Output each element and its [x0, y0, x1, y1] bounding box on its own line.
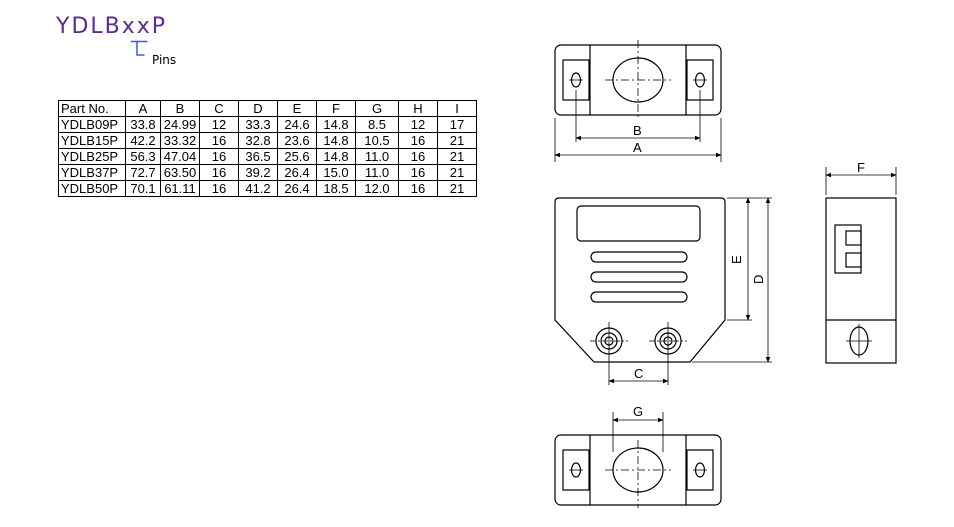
table-row: YDLB15P 42.2 33.32 16 32.8 23.6 14.8 10.…: [58, 132, 477, 149]
front-view-vent-3: [590, 291, 688, 303]
bottom-view-left-flange: [562, 449, 590, 491]
table-cell: YDLB25P: [58, 148, 126, 165]
table-cell: YDLB09P: [58, 116, 126, 133]
table-cell: 61.11: [160, 180, 200, 197]
table-cell: 11.0: [355, 164, 399, 181]
table-cell: 16: [398, 148, 438, 165]
side-view-latch-tab-1: [845, 230, 862, 246]
model-code-suffix: xxP: [121, 14, 168, 39]
table-cell: 14.8: [316, 132, 356, 149]
dimension-table: Part No. A B C D E F G H I YDLB09P 33.8 …: [58, 100, 477, 197]
pins-label: Pins: [152, 53, 177, 67]
side-view-latch-tab-2: [845, 252, 862, 268]
table-cell: 16: [398, 132, 438, 149]
table-cell: 14.8: [316, 116, 356, 133]
side-view: [825, 167, 897, 364]
table-row: YDLB37P 72.7 63.50 16 39.2 26.4 15.0 11.…: [58, 164, 477, 181]
dim-label-d: D: [751, 275, 766, 284]
front-view-vent-1: [590, 251, 688, 263]
bottom-view-right-flange: [686, 449, 714, 491]
model-code-prefix: YDLB: [56, 14, 122, 39]
pins-bracket-icon: [131, 40, 148, 56]
side-view-outline: [825, 197, 897, 364]
table-cell: 21: [437, 180, 477, 197]
table-cell: 8.5: [355, 116, 399, 133]
table-cell: 14.8: [316, 148, 356, 165]
dim-label-b: B: [633, 123, 642, 138]
table-cell: 25.6: [277, 148, 317, 165]
table-cell: 70.1: [125, 180, 161, 197]
front-view-label-window: [576, 205, 701, 242]
table-cell: YDLB15P: [58, 132, 126, 149]
table-cell: 21: [437, 148, 477, 165]
dim-label-a: A: [633, 140, 642, 155]
dim-label-c: C: [634, 366, 643, 381]
front-view-vent-2: [590, 271, 688, 283]
model-code-title: YDLBxxP: [56, 14, 167, 39]
table-cell: 16: [199, 164, 239, 181]
table-cell: 24.6: [277, 116, 317, 133]
table-cell: 32.8: [238, 132, 278, 149]
top-view: [554, 40, 722, 162]
table-row: YDLB50P 70.1 61.11 16 41.2 26.4 18.5 12.…: [58, 180, 477, 197]
dim-label-e: E: [729, 255, 744, 264]
front-view: [554, 197, 772, 385]
table-cell: 56.3: [125, 148, 161, 165]
table-row: YDLB25P 56.3 47.04 16 36.5 25.6 14.8 11.…: [58, 148, 477, 165]
front-view-outline: [554, 197, 726, 363]
bottom-view: [554, 412, 722, 508]
dim-label-f: F: [857, 160, 865, 175]
table-cell: 23.6: [277, 132, 317, 149]
side-view-latch: [834, 224, 862, 274]
dim-label-g: G: [633, 404, 643, 419]
table-cell: 16: [199, 180, 239, 197]
